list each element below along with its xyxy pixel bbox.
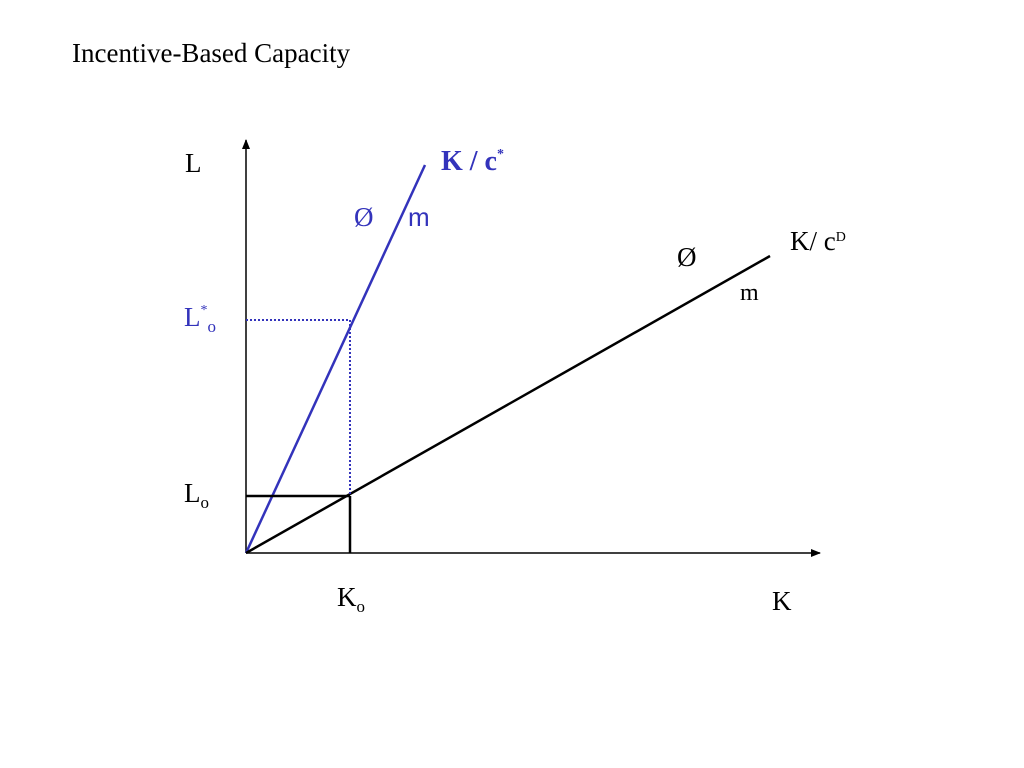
steep-line-phi-subscript: m [408,202,430,232]
slide-title: Incentive-Based Capacity [72,38,351,68]
l-o-label-main: L [184,478,201,508]
steep-line-label-main: K / c [441,146,497,177]
k-o-label-sub: o [357,597,366,616]
steep-line-label-sup: * [497,147,504,162]
shallow-line-phi-symbol: Ø [677,242,697,272]
shallow-line-label: K/ cD [790,226,846,256]
k-o-label: Ko [337,582,365,616]
l-o-label: Lo [184,478,209,512]
shallow-line-k-over-c-d [245,254,771,555]
l-star-o-label-sub: o [208,317,217,336]
x-axis-label: K [772,586,792,616]
y-axis-label: L [185,148,202,178]
steep-line-k-over-c-star [244,164,427,554]
l-star-o-label: L*o [184,302,216,336]
k-o-label-main: K [337,582,357,612]
steep-line-phi-symbol: Ø [354,202,374,232]
shallow-line-label-sup: D [836,230,846,245]
shallow-line-phi-subscript: m [740,280,759,306]
steep-line-label: K / c* [441,146,504,177]
l-o-label-sub: o [201,493,210,512]
shallow-line-label-main: K/ c [790,226,836,256]
l-star-o-label-sup: * [201,303,208,318]
l-star-o-label-main: L [184,302,201,332]
